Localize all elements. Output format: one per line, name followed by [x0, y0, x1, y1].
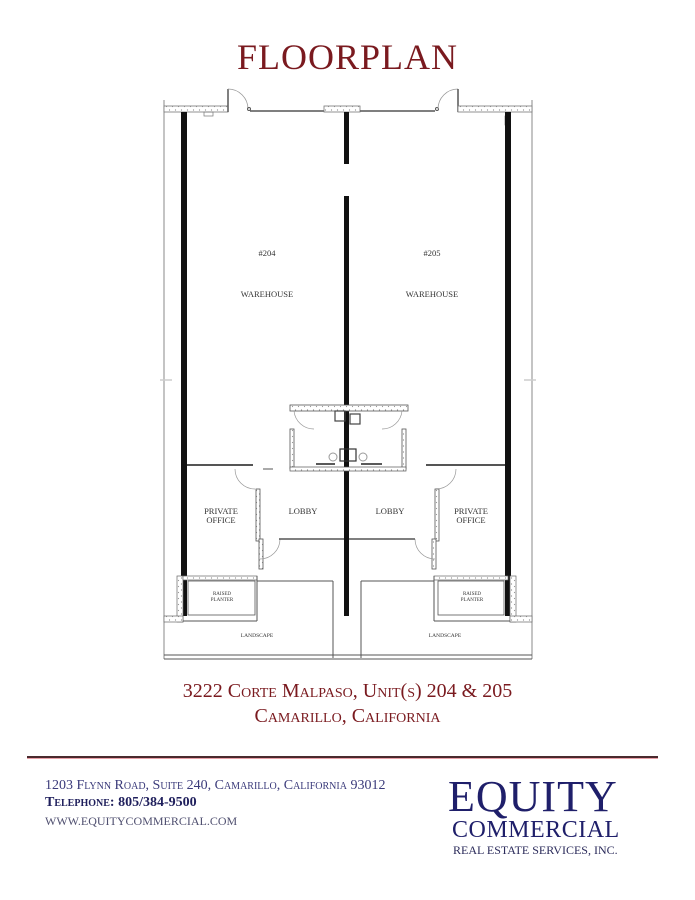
equity-commercial-logo: EQUITY COMMERCIAL REAL ESTATE SERVICES, …	[440, 772, 640, 858]
unit-205-office-label-1: PRIVATE	[454, 506, 488, 516]
unit-204-office-label-1: PRIVATE	[204, 506, 238, 516]
unit-204-office-label-2: OFFICE	[206, 515, 235, 525]
unit-205-warehouse-label: WAREHOUSE	[406, 289, 458, 299]
property-address-line1: 3222 Corte Malpaso, Unit(s) 204 & 205	[182, 680, 513, 702]
contact-block: 1203 Flynn Road, Suite 240, Camarillo, C…	[45, 778, 385, 829]
logo-line3: REAL ESTATE SERVICES, INC.	[453, 843, 618, 857]
page-title: FLOORPLAN	[236, 37, 459, 77]
unit-204-lobby-label: LOBBY	[289, 506, 318, 516]
telephone: Telephone: 805/384-9500	[45, 795, 197, 810]
logo-line2: COMMERCIAL	[452, 817, 620, 843]
unit-205-lobby-label: LOBBY	[376, 506, 405, 516]
unit-205-office-label-2: OFFICE	[456, 515, 485, 525]
unit-205-planter-label-2: PLANTER	[461, 598, 484, 603]
footer-divider	[27, 756, 658, 758]
unit-204-planter-label-2: PLANTER	[211, 598, 234, 603]
unit-205-planter-label-1: RAISED	[463, 592, 481, 597]
logo-line1: EQUITY	[448, 772, 618, 821]
website-link[interactable]: WWW.EQUITYCOMMERCIAL.COM	[45, 814, 238, 828]
office-address: 1203 Flynn Road, Suite 240, Camarillo, C…	[45, 778, 386, 793]
floorplan-drawing: #204 WAREHOUSE #205 WAREHOUSE PRIVATE OF…	[150, 84, 550, 668]
unit-204-planter-label-1: RAISED	[213, 592, 231, 597]
unit-205-landscape-label: LANDSCAPE	[429, 633, 462, 639]
unit-204-landscape-label: LANDSCAPE	[241, 633, 274, 639]
unit-204-number: #204	[259, 248, 277, 258]
property-address-line2: Camarillo, California	[254, 705, 441, 727]
unit-205-number: #205	[424, 248, 441, 258]
unit-204-warehouse-label: WAREHOUSE	[241, 289, 293, 299]
